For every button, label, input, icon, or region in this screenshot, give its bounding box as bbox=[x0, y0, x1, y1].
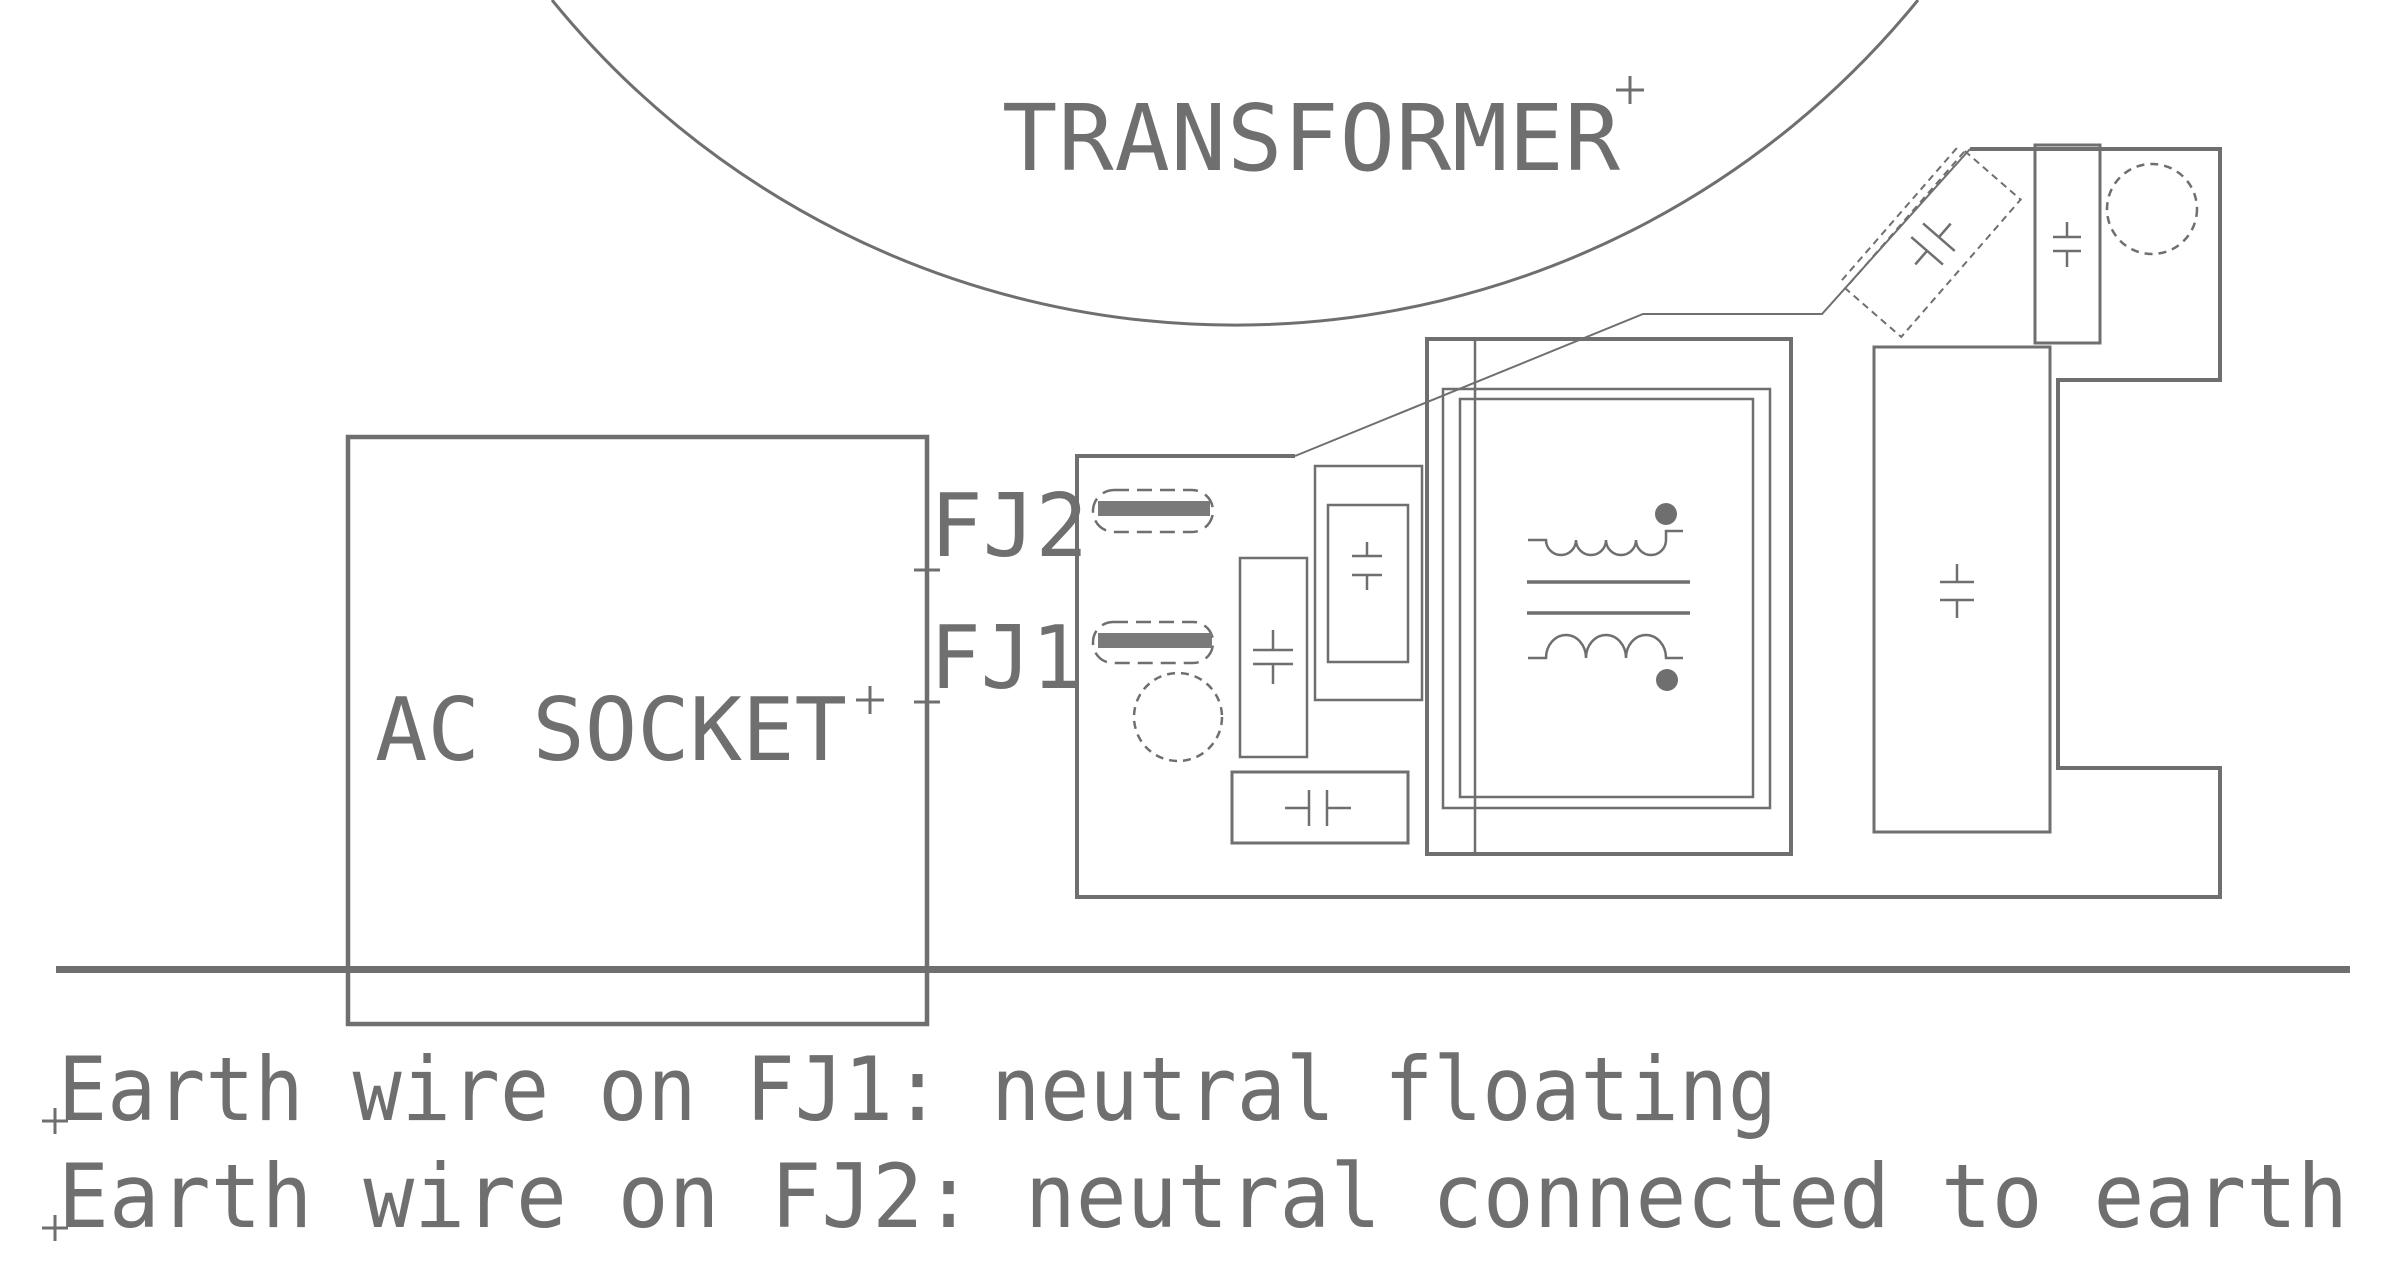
primary-winding bbox=[1528, 529, 1683, 557]
capacitor-icon bbox=[1253, 630, 1293, 684]
cap-component-d bbox=[1872, 345, 2052, 834]
polarity-dot-top bbox=[1655, 503, 1677, 525]
plus-marker-icon bbox=[1616, 76, 1644, 104]
plus-marker-icon bbox=[914, 689, 940, 715]
capacitor-icon bbox=[1352, 542, 1382, 590]
plus-marker-icon bbox=[914, 557, 940, 583]
cap-component-a bbox=[1238, 556, 1309, 759]
capacitor-icon bbox=[1940, 564, 1974, 618]
note-line-1: Earth wire on FJ1: neutral floating bbox=[58, 1038, 1777, 1141]
fj1-label: FJ1 bbox=[930, 607, 1082, 709]
ac-socket-box bbox=[345, 434, 930, 1027]
separator-line bbox=[56, 966, 2350, 973]
cap-component-b bbox=[1313, 464, 1424, 702]
cap-component-c bbox=[1230, 770, 1410, 845]
capacitor-icon bbox=[2053, 222, 2081, 267]
cap-component-top-right bbox=[2033, 143, 2102, 345]
ac-socket-label: AC SOCKET bbox=[375, 679, 847, 781]
fj2-label: FJ2 bbox=[930, 475, 1088, 577]
transformer-label: TRANSFORMER bbox=[1002, 85, 1621, 192]
transformer-arc bbox=[550, 0, 1920, 327]
mount-hole bbox=[1132, 671, 1224, 763]
mount-hole-top-right bbox=[2105, 162, 2199, 256]
diode-rotated-footprint bbox=[1840, 147, 2023, 339]
plus-marker-icon bbox=[42, 1108, 68, 1134]
plus-marker-icon bbox=[42, 1215, 68, 1241]
capacitor-icon bbox=[1285, 790, 1351, 826]
pcb-outline bbox=[1075, 147, 2222, 899]
fj1-jumper-pad bbox=[1091, 620, 1215, 665]
polarity-dot-bottom bbox=[1656, 669, 1678, 691]
transformer-footprint bbox=[1425, 337, 1793, 856]
capacitor-icon bbox=[1910, 222, 1956, 266]
fj2-jumper-pad bbox=[1091, 488, 1215, 534]
plus-marker-icon bbox=[856, 686, 884, 714]
note-line-2: Earth wire on FJ2: neutral connected to … bbox=[58, 1145, 2348, 1248]
secondary-winding bbox=[1528, 633, 1683, 660]
